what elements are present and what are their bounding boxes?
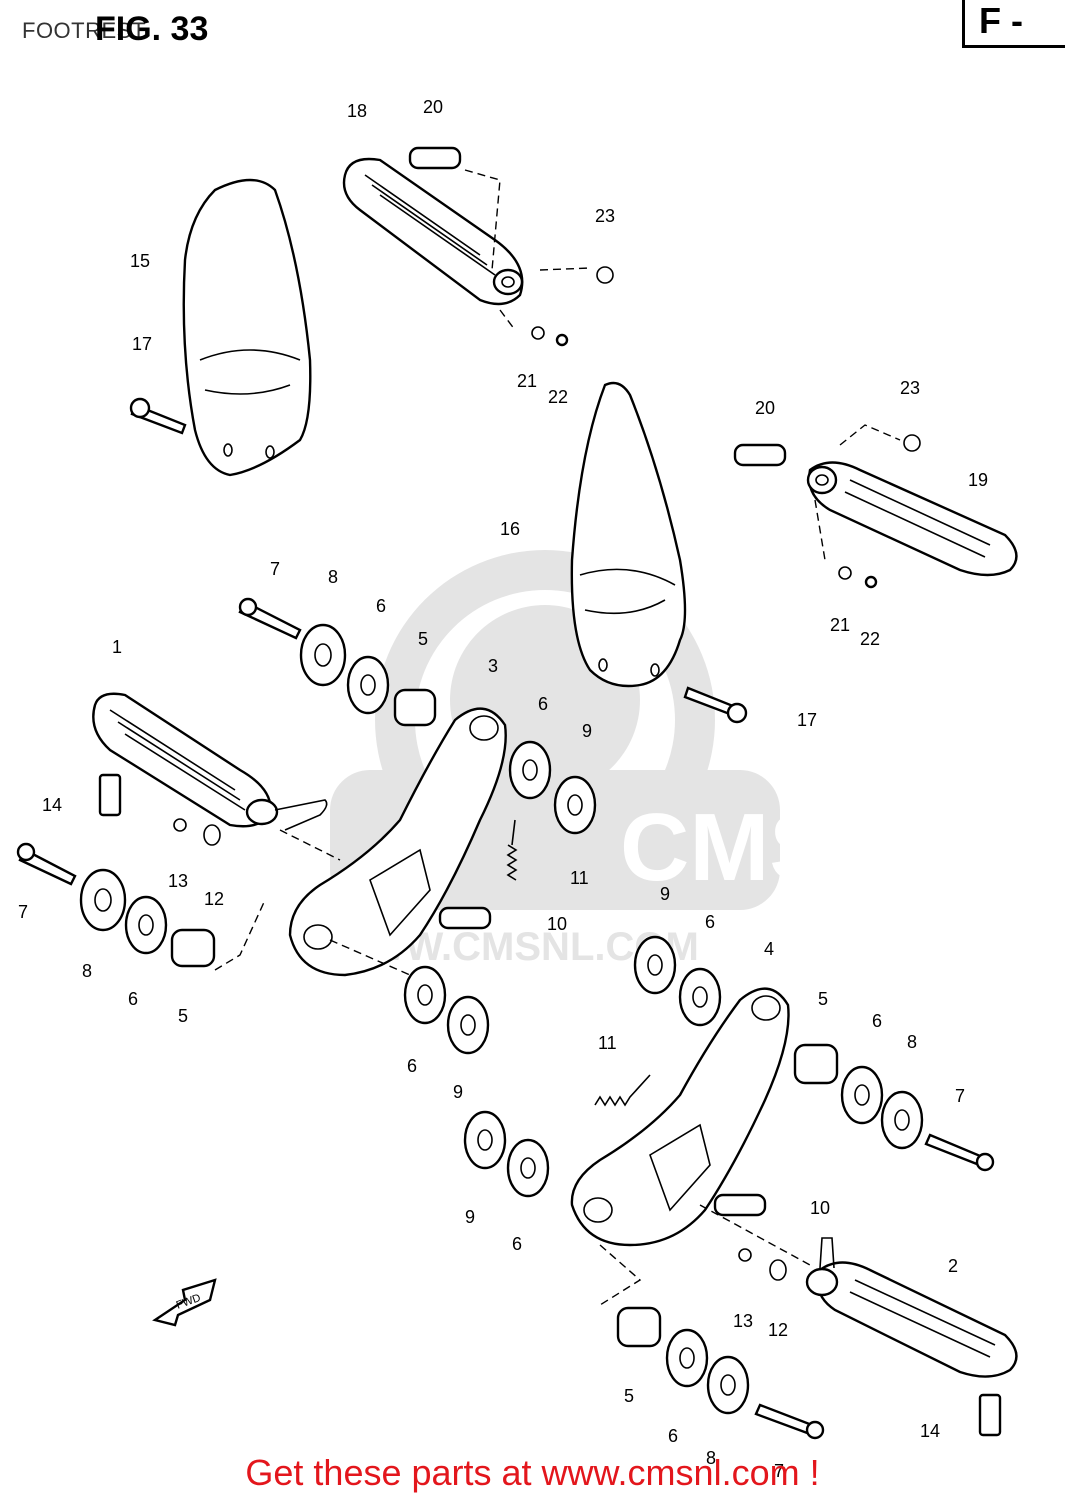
callout-label: 12 <box>768 1320 788 1340</box>
callout-label: 4 <box>764 939 774 959</box>
section-code-box: F - <box>962 0 1065 48</box>
callout-label: 18 <box>347 101 367 121</box>
callout-label: 5 <box>178 1006 188 1026</box>
watermark-logo-text: CMS <box>620 794 833 901</box>
callout-label: 20 <box>423 97 443 117</box>
callout-label: 6 <box>128 989 138 1009</box>
callout-label: 20 <box>755 398 775 418</box>
callout-label: 21 <box>830 615 850 635</box>
callout-labels: 18 20 15 23 17 21 22 23 20 16 19 7 8 6 2… <box>18 97 988 1481</box>
footrest-bracket-left <box>288 707 507 977</box>
callout-label: 1 <box>112 637 122 657</box>
footpeg-rear-right <box>806 461 1018 577</box>
callout-label: 19 <box>968 470 988 490</box>
footpeg-front-right <box>805 1237 1018 1378</box>
callout-label: 5 <box>818 989 828 1009</box>
callout-label: 8 <box>907 1032 917 1052</box>
parts-link[interactable]: Get these parts at www.cmsnl.com ! <box>245 1452 820 1493</box>
callout-label: 9 <box>453 1082 463 1102</box>
callout-label: 11 <box>570 868 589 888</box>
callout-label: 12 <box>204 889 224 909</box>
callout-label: 6 <box>538 694 548 714</box>
footpeg-rear-left <box>342 157 524 306</box>
callout-label: 17 <box>132 334 152 354</box>
callout-label: 6 <box>512 1234 522 1254</box>
callout-label: 9 <box>582 721 592 741</box>
callout-label: 10 <box>547 914 567 934</box>
callout-label: 15 <box>130 251 150 271</box>
callout-label: 11 <box>598 1033 617 1053</box>
callout-label: 9 <box>660 884 670 904</box>
callout-label: 14 <box>42 795 62 815</box>
callout-label: 6 <box>376 596 386 616</box>
callout-label: 10 <box>810 1198 830 1218</box>
callout-label: 7 <box>774 1461 784 1481</box>
callout-label: 2 <box>948 1256 958 1276</box>
callout-label: 16 <box>500 519 520 539</box>
alignment-lines <box>214 169 901 1306</box>
small-parts <box>16 146 1002 1440</box>
heel-guard-left <box>182 178 312 477</box>
footpeg-front-left <box>92 692 328 831</box>
callout-label: 7 <box>955 1086 965 1106</box>
callout-label: 5 <box>624 1386 634 1406</box>
callout-label: 23 <box>595 206 615 226</box>
callout-label: 13 <box>733 1311 753 1331</box>
callout-label: 9 <box>465 1207 475 1227</box>
callout-label: 22 <box>548 387 568 407</box>
callout-label: 8 <box>82 961 92 981</box>
callout-label: 6 <box>407 1056 417 1076</box>
callout-label: 13 <box>168 871 188 891</box>
callout-label: 6 <box>705 912 715 932</box>
callout-label: 6 <box>872 1011 882 1031</box>
callout-label: 7 <box>18 902 28 922</box>
callout-label: 8 <box>328 567 338 587</box>
callout-label: 22 <box>860 629 880 649</box>
forward-direction-arrow: FWD <box>152 1278 217 1327</box>
figure-label: FIG. 33 <box>95 10 209 48</box>
callout-label: 3 <box>488 656 498 676</box>
callout-label: 23 <box>900 378 920 398</box>
heel-guard-right <box>570 381 687 688</box>
footrest-bracket-right <box>570 987 790 1247</box>
callout-label: 17 <box>797 710 817 730</box>
callout-label: 7 <box>270 559 280 579</box>
callout-label: 8 <box>706 1448 716 1468</box>
callout-label: 14 <box>920 1421 940 1441</box>
page-caption: FOOTREST <box>22 18 146 43</box>
callout-label: 5 <box>418 629 428 649</box>
callout-label: 21 <box>517 371 537 391</box>
callout-label: 6 <box>668 1426 678 1446</box>
